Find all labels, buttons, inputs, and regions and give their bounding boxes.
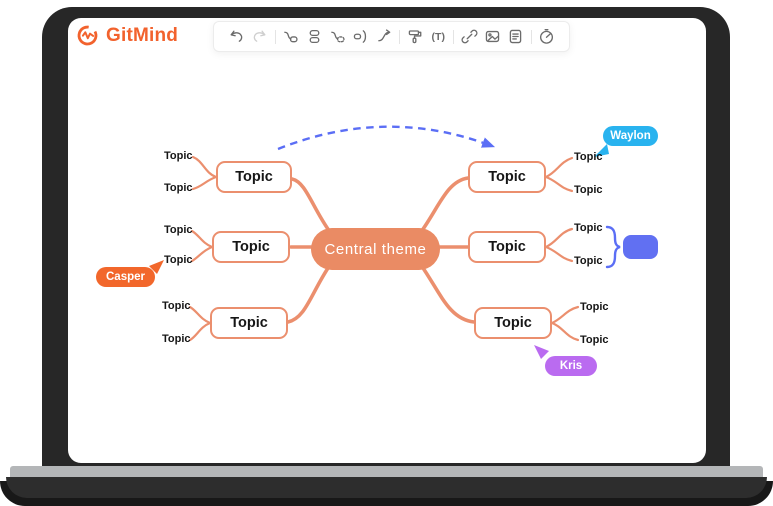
format-painter-icon[interactable] bbox=[406, 28, 423, 45]
subtopic-label[interactable]: Topic bbox=[162, 300, 191, 312]
summary-node[interactable] bbox=[623, 235, 658, 259]
topic-node-left-middle[interactable]: Topic bbox=[212, 231, 290, 263]
subtopic-label[interactable]: Topic bbox=[164, 150, 193, 162]
timer-icon[interactable] bbox=[538, 28, 555, 45]
insert-note-icon[interactable] bbox=[507, 28, 524, 45]
topic-node-right-top[interactable]: Topic bbox=[468, 161, 546, 193]
text-tool-icon[interactable]: (T) bbox=[430, 28, 447, 45]
toolbar-divider bbox=[453, 29, 455, 44]
collaborator-tag-kris[interactable]: Kris bbox=[545, 356, 597, 376]
central-theme-node[interactable]: Central theme bbox=[311, 228, 440, 270]
laptop-base bbox=[6, 477, 767, 498]
toolbar-divider bbox=[399, 29, 400, 44]
topic-node-left-bottom[interactable]: Topic bbox=[210, 307, 288, 339]
insert-sibling-topic-icon[interactable] bbox=[306, 28, 323, 45]
subtopic-label[interactable]: Topic bbox=[580, 301, 609, 313]
insert-child-topic-icon[interactable] bbox=[282, 28, 299, 45]
subtopic-label[interactable]: Topic bbox=[164, 254, 193, 266]
gitmind-logo-text: GitMind bbox=[106, 24, 179, 46]
subtopic-label[interactable]: Topic bbox=[574, 222, 603, 234]
topic-node-right-middle[interactable]: Topic bbox=[468, 231, 546, 263]
subtopic-label[interactable]: Topic bbox=[574, 151, 603, 163]
toolbar-divider bbox=[530, 29, 532, 44]
topic-node-left-top[interactable]: Topic bbox=[216, 161, 292, 193]
insert-floating-topic-icon[interactable] bbox=[329, 28, 346, 45]
insert-link-icon[interactable] bbox=[461, 28, 478, 45]
collaborator-tag-waylon[interactable]: Waylon bbox=[603, 126, 658, 146]
laptop-hinge bbox=[10, 466, 763, 477]
toolbar: (T) bbox=[213, 21, 570, 52]
subtopic-label[interactable]: Topic bbox=[164, 224, 193, 236]
subtopic-label[interactable]: Topic bbox=[574, 255, 603, 267]
gitmind-logo[interactable]: GitMind bbox=[76, 24, 178, 47]
insert-image-icon[interactable] bbox=[484, 28, 501, 45]
subtopic-label[interactable]: Topic bbox=[162, 333, 191, 345]
collaborator-tag-casper[interactable]: Casper bbox=[96, 267, 155, 287]
undo-icon[interactable] bbox=[228, 28, 245, 45]
gitmind-logo-icon bbox=[76, 24, 99, 47]
toolbar-divider bbox=[274, 29, 276, 44]
relationship-icon[interactable] bbox=[376, 28, 393, 45]
subtopic-label[interactable]: Topic bbox=[164, 182, 193, 194]
summary-icon[interactable] bbox=[352, 28, 369, 45]
subtopic-label[interactable]: Topic bbox=[574, 184, 603, 196]
subtopic-label[interactable]: Topic bbox=[580, 334, 609, 346]
redo-icon[interactable] bbox=[251, 28, 268, 45]
topic-node-right-bottom[interactable]: Topic bbox=[474, 307, 552, 339]
